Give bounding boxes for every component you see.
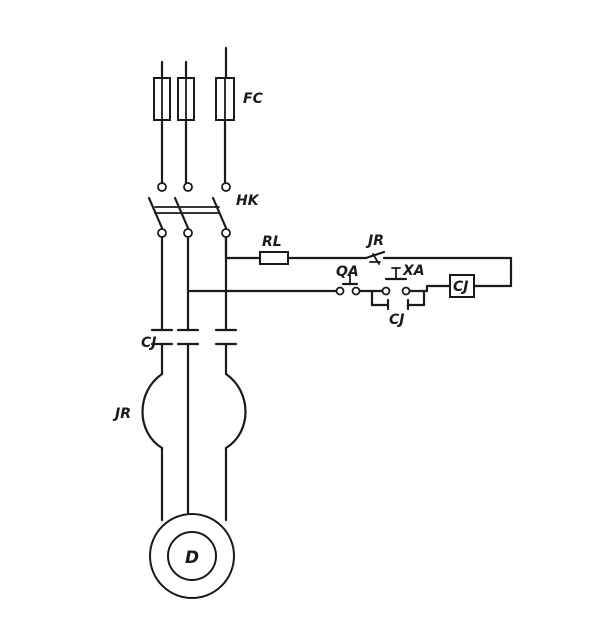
start-button-xa: XA bbox=[381, 263, 425, 296]
main-lines-upper bbox=[160, 235, 228, 332]
thermal-relay-contact: JR bbox=[364, 233, 386, 265]
self-hold-contact: CJ bbox=[370, 289, 426, 328]
qa-label: QA bbox=[336, 264, 359, 280]
fuse-rl bbox=[259, 251, 289, 265]
switch-label: HK bbox=[236, 193, 260, 209]
xa-label: XA bbox=[402, 263, 425, 279]
jr-contact-label: JR bbox=[365, 233, 384, 249]
main-contact-label: CJ bbox=[141, 335, 156, 351]
fuse-fc: FC bbox=[153, 77, 264, 121]
knife-switch-hk: HK bbox=[147, 182, 260, 238]
control-circuit: RL JR CJ QA bbox=[186, 233, 513, 328]
supply-lines bbox=[160, 46, 228, 80]
motor-label: D bbox=[185, 548, 199, 568]
self-hold-label: CJ bbox=[389, 312, 404, 328]
wires-fuse-to-switch bbox=[160, 118, 227, 185]
thermal-element-label: JR bbox=[112, 406, 131, 422]
coil-label: CJ bbox=[453, 279, 468, 295]
rl-label: RL bbox=[262, 234, 282, 250]
fuse-label: FC bbox=[243, 91, 264, 107]
stop-button-qa: QA bbox=[335, 264, 361, 296]
main-lines-lower: JR bbox=[112, 342, 247, 522]
motor-d: D bbox=[149, 513, 235, 599]
